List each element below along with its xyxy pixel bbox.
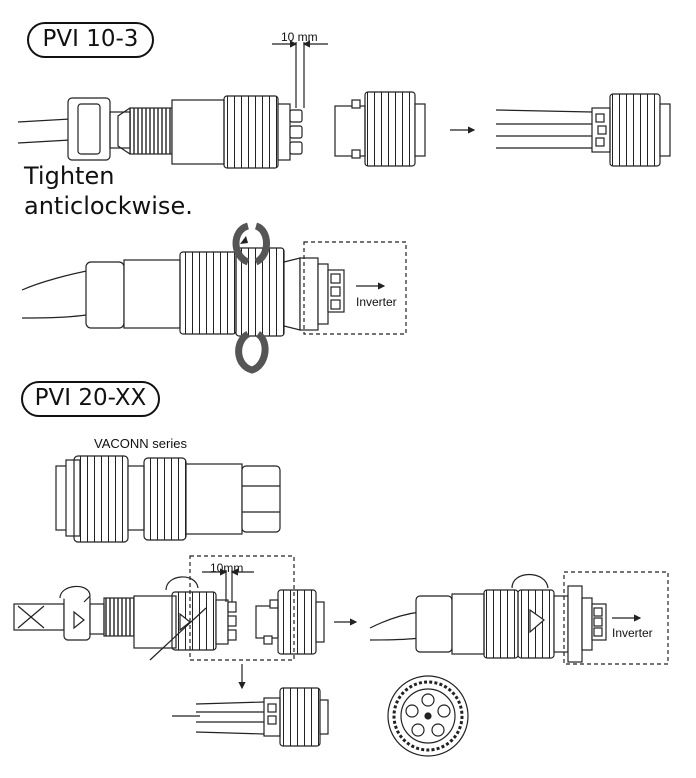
pvi10-wired-insert [495,93,671,167]
vaconn-wired-insert [172,687,329,747]
instruction-line-1: Tighten [24,162,115,190]
series-label: VACONN series [94,436,187,451]
vaconn-exploded [13,555,325,661]
inverter-label-b: Inverter [612,626,653,640]
inverter-label-a: Inverter [356,295,397,309]
section-title-pvi-10-3: PVI 10-3 [27,22,154,58]
vaconn-connector [55,455,281,543]
pvi10-insert [334,91,426,167]
vaconn-assembled [369,571,669,665]
instruction-line-2: anticlockwise. [24,192,193,220]
section-title-pvi-20-xx: PVI 20-XX [21,381,160,417]
pvi10-assembled-connector [21,222,407,374]
vaconn-front-view [387,675,469,757]
pvi10-connector-exploded [17,40,328,169]
